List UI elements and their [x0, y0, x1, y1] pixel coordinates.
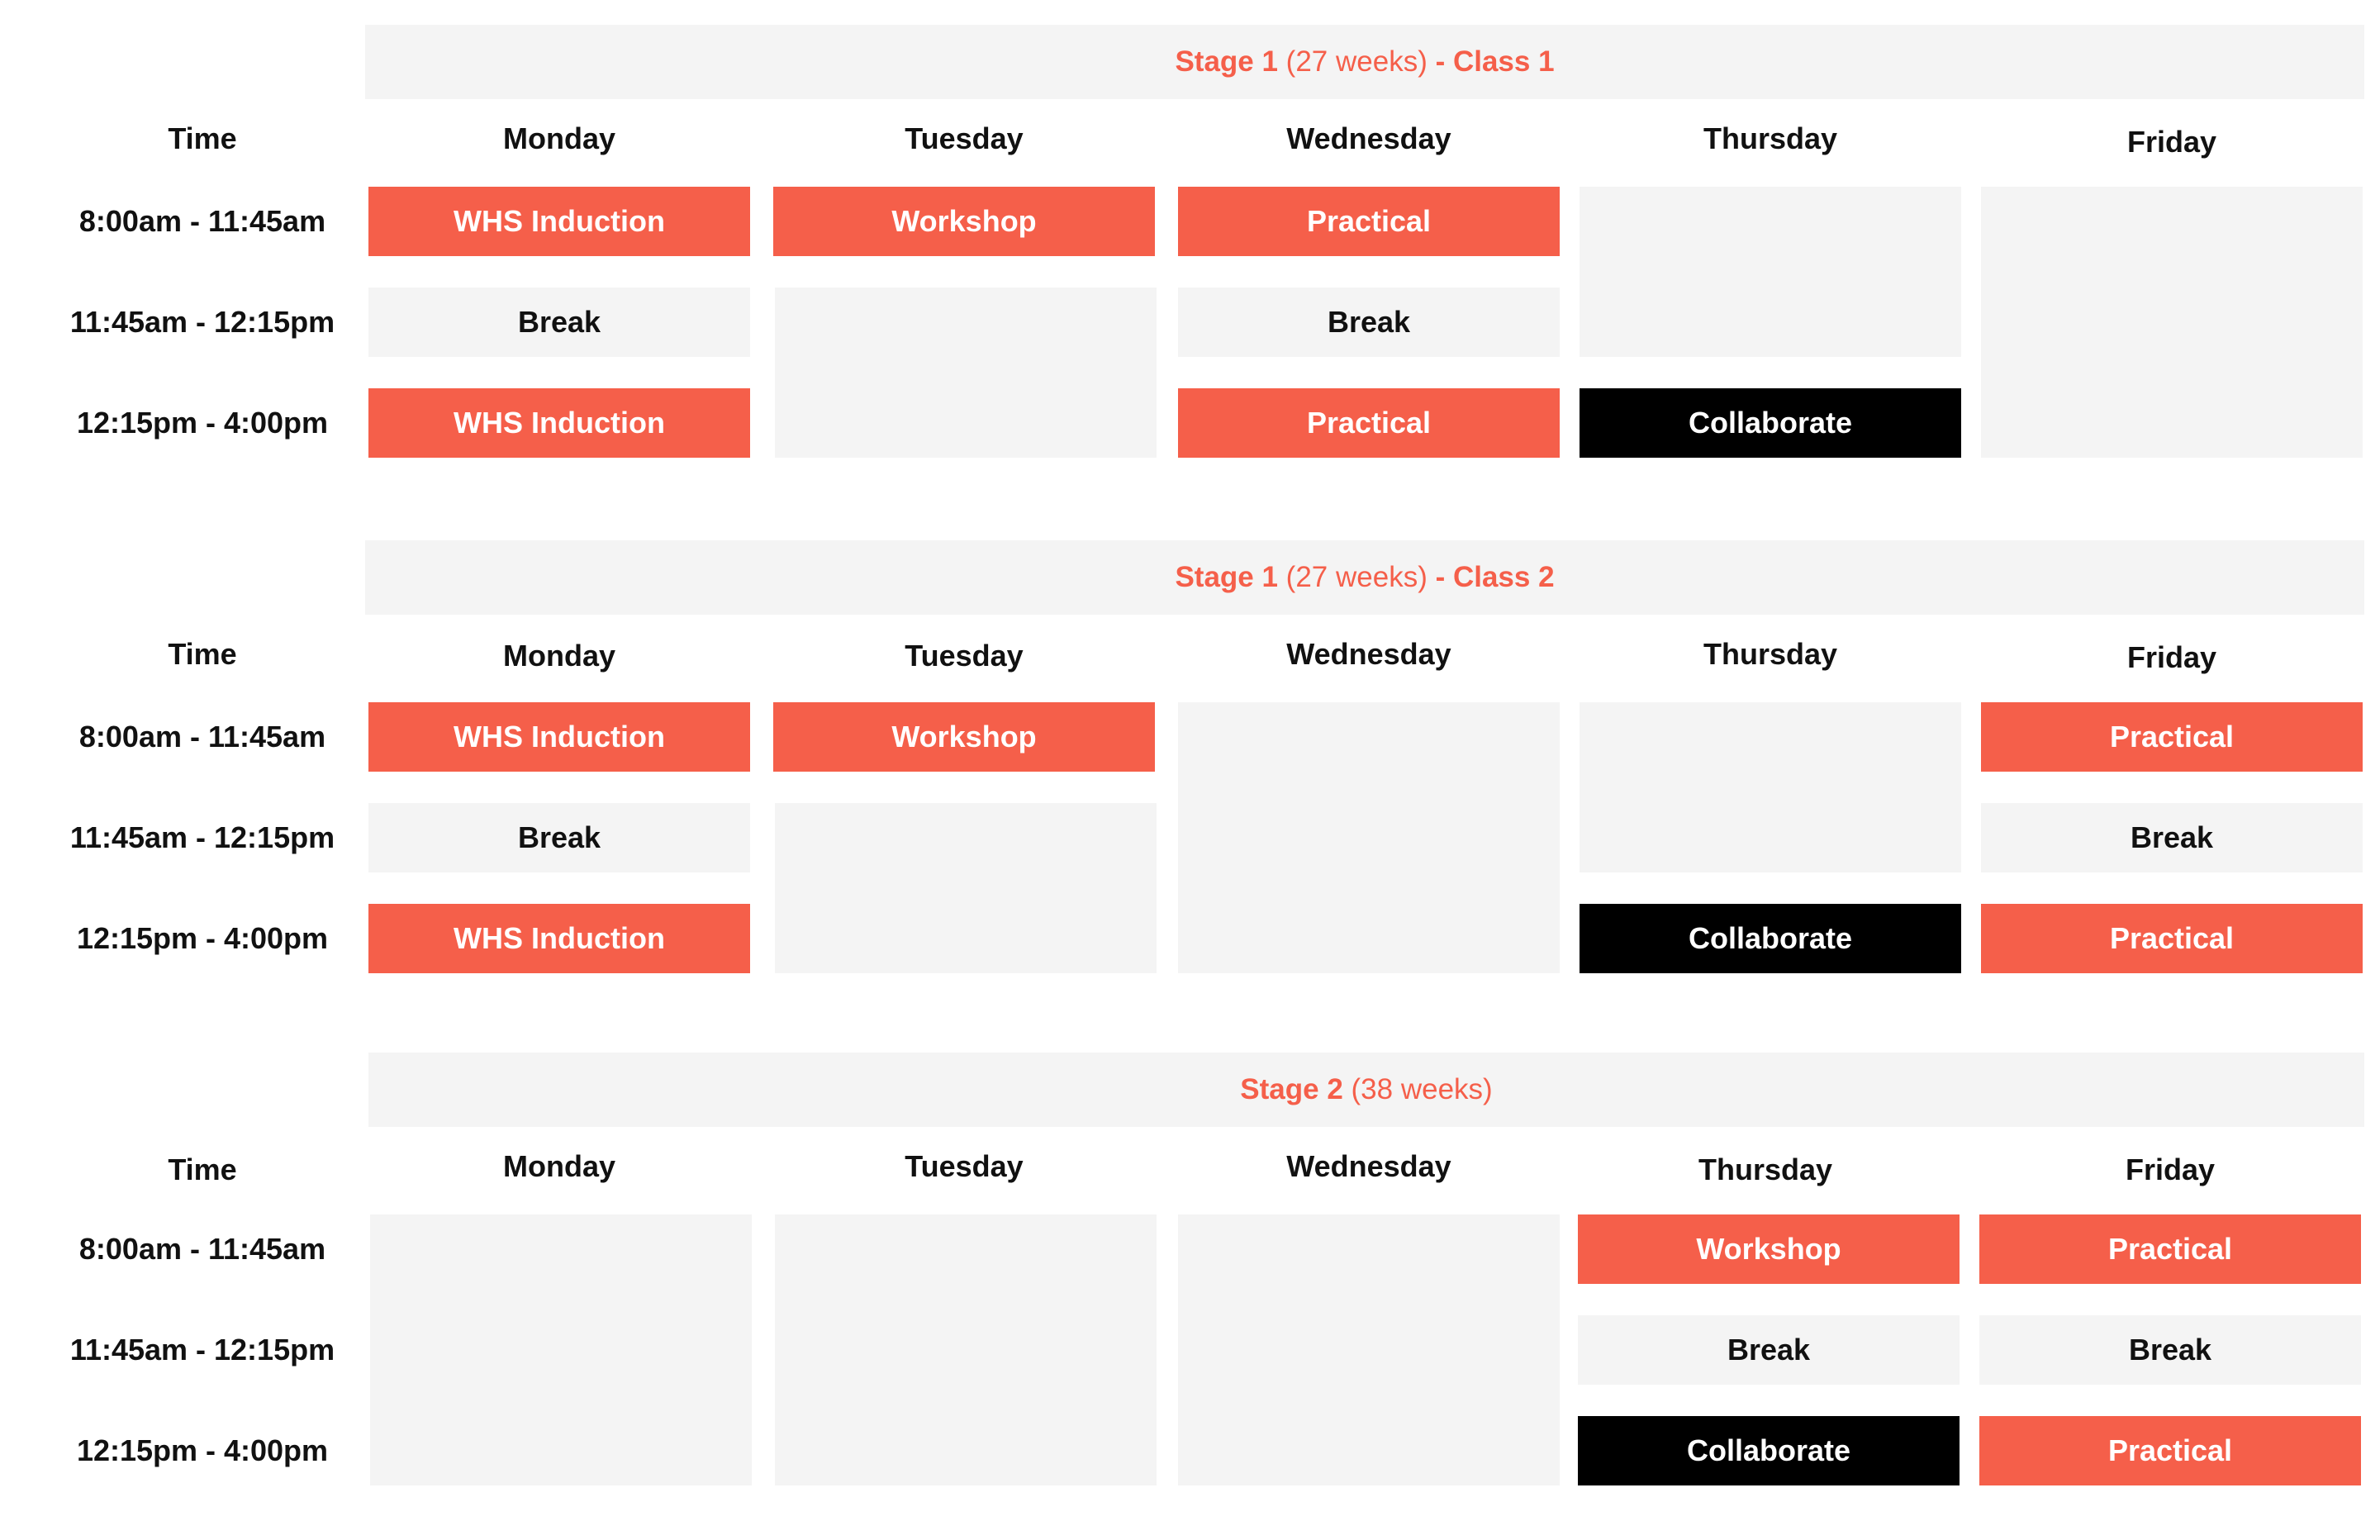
class-label: Class 2 — [1452, 561, 1555, 593]
break-cell: Break — [1578, 1315, 1960, 1385]
separator: - — [1435, 45, 1446, 78]
day-header-friday: Friday — [2125, 1153, 2216, 1186]
day-header-friday: Friday — [2126, 125, 2217, 159]
session-cell: WHS Induction — [368, 904, 750, 973]
day-header-thursday: Thursday — [1698, 1153, 1833, 1186]
day-header-thursday: Thursday — [1703, 637, 1838, 671]
day-header-monday: Monday — [502, 121, 615, 155]
collaborate-cell: Collaborate — [1578, 1416, 1960, 1485]
time-header: Time — [168, 1153, 237, 1186]
empty-cell — [1178, 1214, 1560, 1485]
session-cell: WHS Induction — [368, 187, 750, 256]
empty-cell — [1580, 702, 1961, 872]
time-slot-morning: 8:00am - 11:45am — [78, 204, 326, 238]
day-header-tuesday: Tuesday — [905, 639, 1024, 673]
day-header-monday: Monday — [502, 639, 615, 673]
time-header: Time — [168, 637, 237, 671]
time-slot-afternoon: 12:15pm - 4:00pm — [76, 921, 329, 955]
session-cell: WHS Induction — [368, 388, 750, 458]
session-cell: Practical — [1178, 187, 1560, 256]
day-header-wednesday: Wednesday — [1286, 637, 1451, 671]
empty-cell — [775, 288, 1157, 458]
break-cell: Break — [1979, 1315, 2361, 1385]
duration-label: (27 weeks) — [1285, 561, 1428, 593]
empty-cell — [1178, 702, 1560, 973]
section-banner: Stage 1 (27 weeks) - Class 2 — [365, 540, 2364, 615]
session-cell: Practical — [1979, 1214, 2361, 1284]
day-header-tuesday: Tuesday — [905, 1149, 1024, 1183]
day-header-monday: Monday — [502, 1149, 615, 1183]
duration-label: (38 weeks) — [1351, 1073, 1493, 1105]
break-cell: Break — [368, 803, 750, 872]
stage-label: Stage 2 — [1240, 1073, 1343, 1105]
time-slot-afternoon: 12:15pm - 4:00pm — [76, 406, 329, 440]
session-cell: Workshop — [773, 187, 1155, 256]
separator: - — [1435, 561, 1446, 593]
break-cell: Break — [1178, 288, 1560, 357]
break-cell: Break — [1981, 803, 2363, 872]
stage-label: Stage 1 — [1175, 45, 1278, 78]
class-label: Class 1 — [1452, 45, 1555, 78]
session-cell: Practical — [1981, 702, 2363, 772]
session-cell: WHS Induction — [368, 702, 750, 772]
collaborate-cell: Collaborate — [1580, 388, 1961, 458]
session-cell: Practical — [1178, 388, 1560, 458]
empty-cell — [1981, 187, 2363, 458]
session-cell: Practical — [1979, 1416, 2361, 1485]
session-cell: Workshop — [1578, 1214, 1960, 1284]
day-header-thursday: Thursday — [1703, 121, 1838, 155]
timetable-stage2: Stage 2 (38 weeks) Time Monday Tuesday W… — [0, 1028, 2380, 1540]
day-header-friday: Friday — [2126, 640, 2217, 674]
empty-cell — [775, 803, 1157, 973]
duration-label: (27 weeks) — [1285, 45, 1428, 78]
break-cell: Break — [368, 288, 750, 357]
empty-cell — [1580, 187, 1961, 357]
section-banner: Stage 1 (27 weeks) - Class 1 — [365, 25, 2364, 99]
day-header-wednesday: Wednesday — [1286, 121, 1451, 155]
time-slot-afternoon: 12:15pm - 4:00pm — [76, 1433, 329, 1467]
day-header-tuesday: Tuesday — [905, 121, 1024, 155]
empty-cell — [775, 1214, 1157, 1485]
stage-label: Stage 1 — [1175, 561, 1278, 593]
timetable-stage1-class2: Stage 1 (27 weeks) - Class 2 Time Monday… — [0, 516, 2380, 1028]
time-slot-break: 11:45am - 12:15pm — [69, 820, 335, 854]
session-cell: Workshop — [773, 702, 1155, 772]
collaborate-cell: Collaborate — [1580, 904, 1961, 973]
time-slot-break: 11:45am - 12:15pm — [69, 1333, 335, 1367]
time-slot-break: 11:45am - 12:15pm — [69, 305, 335, 339]
time-slot-morning: 8:00am - 11:45am — [78, 720, 326, 753]
time-slot-morning: 8:00am - 11:45am — [78, 1232, 326, 1266]
session-cell: Practical — [1981, 904, 2363, 973]
day-header-wednesday: Wednesday — [1286, 1149, 1451, 1183]
empty-cell — [370, 1214, 752, 1485]
timetable-stage1-class1: Stage 1 (27 weeks) - Class 1 Time Monday… — [0, 0, 2380, 512]
time-header: Time — [168, 121, 237, 155]
section-banner: Stage 2 (38 weeks) — [368, 1053, 2364, 1127]
